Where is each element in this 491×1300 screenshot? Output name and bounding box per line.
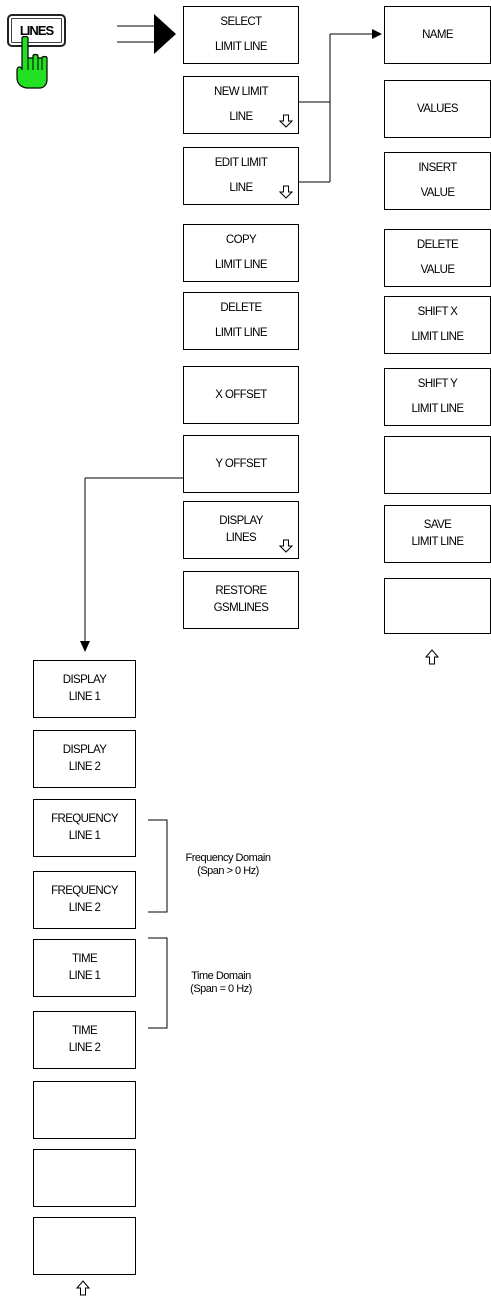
frequency-domain-span: (Span > 0 Hz) <box>197 865 259 877</box>
time-line-1-softkey[interactable]: TIME LINE 1 <box>33 939 136 997</box>
up-arrow-icon[interactable] <box>76 1280 90 1296</box>
edit-limit-line-label-1: EDIT LIMIT <box>214 157 268 169</box>
select-limit-line-label-2: LIMIT LINE <box>215 41 268 53</box>
insert-value-label-1: INSERT <box>418 162 457 174</box>
values-softkey[interactable]: VALUES <box>384 80 491 138</box>
select-limit-line-label-1: SELECT <box>220 16 262 28</box>
new-limit-line-softkey[interactable]: NEW LIMIT LINE <box>183 76 299 134</box>
lines-hardkey[interactable]: LINES <box>7 14 66 47</box>
lines-hardkey-label: LINES <box>19 23 54 38</box>
empty-softkey[interactable] <box>384 436 491 494</box>
insert-value-softkey[interactable]: INSERT VALUE <box>384 152 491 210</box>
menu-entry-arrow <box>154 14 176 54</box>
edit-limit-line-label-2: LINE <box>229 182 253 194</box>
empty-softkey[interactable] <box>33 1149 136 1207</box>
copy-limit-line-label-1: COPY <box>225 234 257 246</box>
x-offset-softkey[interactable]: X OFFSET <box>183 366 299 424</box>
display-line-2-softkey[interactable]: DISPLAY LINE 2 <box>33 730 136 788</box>
frequency-line-2-label-2: LINE 2 <box>68 902 101 914</box>
save-limit-line-label-1: SAVE <box>423 519 452 531</box>
shift-x-label-2: LIMIT LINE <box>411 331 465 343</box>
name-label: NAME <box>422 28 453 41</box>
delete-limit-line-softkey[interactable]: DELETE LIMIT LINE <box>183 292 299 350</box>
new-limit-line-label-1: NEW LIMIT <box>213 86 269 98</box>
frequency-line-2-softkey[interactable]: FREQUENCY LINE 2 <box>33 871 136 929</box>
save-limit-line-softkey[interactable]: SAVE LIMIT LINE <box>384 505 491 563</box>
restore-gsm-lines-softkey[interactable]: RESTORE GSMLINES <box>183 571 299 629</box>
shift-y-label-1: SHIFT Y <box>417 378 458 390</box>
display-lines-softkey[interactable]: DISPLAY LINES <box>183 501 299 559</box>
empty-softkey[interactable] <box>384 578 491 634</box>
new-limit-line-label-2: LINE <box>229 111 253 123</box>
empty-softkey[interactable] <box>33 1217 136 1275</box>
delete-value-label-1: DELETE <box>416 239 459 251</box>
time-domain-span: (Span = 0 Hz) <box>190 983 252 995</box>
down-arrow-icon <box>279 539 293 553</box>
restore-gsm-lines-label-2: GSMLINES <box>213 602 269 614</box>
up-arrow-icon[interactable] <box>425 649 439 665</box>
display-lines-label-1: DISPLAY <box>219 515 263 527</box>
frequency-domain-note: Frequency Domain (Span > 0 Hz) <box>173 852 283 878</box>
time-line-2-softkey[interactable]: TIME LINE 2 <box>33 1011 136 1069</box>
save-limit-line-label-2: LIMIT LINE <box>411 536 465 548</box>
display-line-2-label-2: LINE 2 <box>68 761 101 773</box>
display-line-1-softkey[interactable]: DISPLAY LINE 1 <box>33 660 136 718</box>
display-line-1-label-2: LINE 1 <box>68 691 101 703</box>
frequency-line-1-softkey[interactable]: FREQUENCY LINE 1 <box>33 799 136 857</box>
edit-limit-line-softkey[interactable]: EDIT LIMIT LINE <box>183 147 299 205</box>
restore-gsm-lines-label-1: RESTORE <box>215 585 267 597</box>
time-domain-title: Time Domain <box>191 970 251 982</box>
delete-value-softkey[interactable]: DELETE VALUE <box>384 229 491 287</box>
empty-softkey[interactable] <box>33 1081 136 1139</box>
name-softkey[interactable]: NAME <box>384 6 491 64</box>
down-arrow-icon <box>279 114 293 128</box>
copy-limit-line-label-2: LIMIT LINE <box>215 259 268 271</box>
frequency-line-1-label-2: LINE 1 <box>68 830 101 842</box>
frequency-domain-title: Frequency Domain <box>185 852 271 864</box>
shift-y-limit-line-softkey[interactable]: SHIFT Y LIMIT LINE <box>384 368 491 426</box>
time-domain-note: Time Domain (Span = 0 Hz) <box>171 970 271 996</box>
insert-value-label-2: VALUE <box>420 187 455 199</box>
copy-limit-line-softkey[interactable]: COPY LIMIT LINE <box>183 224 299 282</box>
frequency-line-1-label-1: FREQUENCY <box>51 813 118 825</box>
time-line-2-label-2: LINE 2 <box>68 1042 101 1054</box>
delete-limit-line-label-1: DELETE <box>220 302 262 314</box>
y-offset-softkey[interactable]: Y OFFSET <box>183 435 299 493</box>
y-offset-label: Y OFFSET <box>215 457 267 470</box>
select-limit-line-softkey[interactable]: SELECT LIMIT LINE <box>183 6 299 64</box>
x-offset-label: X OFFSET <box>215 388 267 401</box>
delete-limit-line-label-2: LIMIT LINE <box>215 327 268 339</box>
down-arrow-icon <box>279 185 293 199</box>
frequency-line-2-label-1: FREQUENCY <box>51 885 118 897</box>
display-line-2-label-1: DISPLAY <box>62 744 107 756</box>
shift-x-label-1: SHIFT X <box>417 306 458 318</box>
values-label: VALUES <box>417 102 459 115</box>
time-line-1-label-1: TIME <box>71 953 98 965</box>
display-line-1-label-1: DISPLAY <box>62 674 107 686</box>
time-line-2-label-1: TIME <box>71 1025 98 1037</box>
shift-y-label-2: LIMIT LINE <box>411 403 465 415</box>
time-line-1-label-2: LINE 1 <box>68 970 101 982</box>
shift-x-limit-line-softkey[interactable]: SHIFT X LIMIT LINE <box>384 296 491 354</box>
display-lines-label-2: LINES <box>225 532 257 544</box>
delete-value-label-2: VALUE <box>420 264 455 276</box>
hand-pointer-icon <box>16 36 48 89</box>
